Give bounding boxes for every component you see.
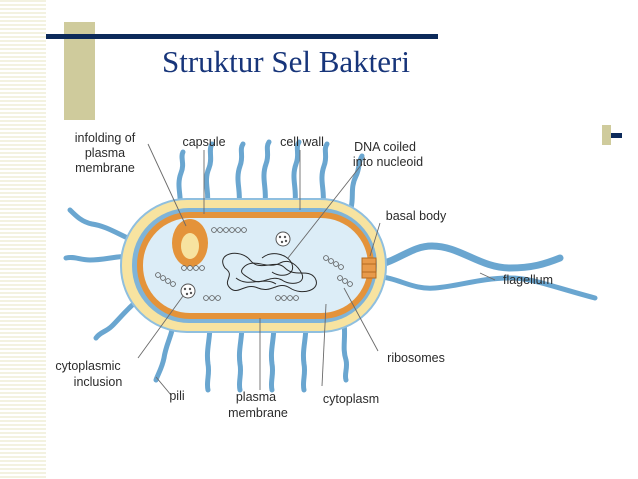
label-dna-2: into nucleoid bbox=[353, 155, 423, 169]
pilus bbox=[93, 297, 141, 341]
pilus bbox=[341, 320, 350, 383]
label-basal-body: basal body bbox=[386, 209, 447, 223]
pilus bbox=[319, 141, 330, 207]
label-infolding-3: membrane bbox=[75, 161, 135, 175]
pilus bbox=[348, 153, 365, 211]
leader-flagellum bbox=[479, 272, 496, 281]
leader-dna bbox=[287, 163, 363, 259]
leader-ribosomes bbox=[343, 287, 379, 352]
leader-inclusion bbox=[137, 295, 184, 359]
label-dna-1: DNA coiled bbox=[354, 140, 416, 154]
cytoplasmic-inclusions bbox=[180, 231, 291, 299]
leader-pili bbox=[155, 376, 172, 396]
label-cytoplasm: cytoplasm bbox=[323, 392, 379, 406]
leader-lines bbox=[137, 143, 496, 396]
flagellum bbox=[371, 242, 564, 272]
label-capsule: capsule bbox=[182, 135, 225, 149]
label-inclusion-2: inclusion bbox=[74, 375, 123, 389]
leader-basal-body bbox=[369, 222, 381, 257]
flagellum-lower bbox=[372, 273, 598, 301]
label-infolding-2: plasma bbox=[85, 146, 125, 160]
label-ribosomes: ribosomes bbox=[387, 351, 445, 365]
basal-body bbox=[361, 257, 377, 279]
pili bbox=[63, 139, 365, 393]
title-accent-bar bbox=[46, 34, 438, 39]
pilus bbox=[63, 253, 135, 263]
infolding bbox=[172, 219, 208, 267]
pilus bbox=[236, 322, 245, 393]
bacteria-diagram: infolding of plasma membrane capsule cel… bbox=[55, 131, 598, 420]
label-cell-wall: cell wall bbox=[280, 135, 324, 149]
pilus bbox=[268, 322, 277, 393]
label-pili: pili bbox=[169, 389, 184, 403]
leader-infolding bbox=[147, 143, 187, 227]
pilus bbox=[204, 141, 215, 209]
label-plasma-membrane-1: plasma bbox=[236, 390, 276, 404]
label-plasma-membrane-2: membrane bbox=[228, 406, 288, 420]
label-inclusion-1: cytoplasmic bbox=[55, 359, 120, 373]
label-infolding-1: infolding of bbox=[75, 131, 136, 145]
corner-decoration bbox=[602, 125, 622, 145]
leader-cytoplasm bbox=[321, 303, 327, 387]
pilus bbox=[235, 141, 246, 207]
pilus bbox=[300, 322, 309, 393]
pilus bbox=[291, 139, 302, 206]
left-stripe-decoration bbox=[0, 0, 46, 479]
slide-title: Struktur Sel Bakteri bbox=[162, 44, 410, 79]
pilus bbox=[261, 139, 272, 206]
pilus bbox=[67, 207, 135, 243]
pilus bbox=[204, 322, 213, 393]
label-flagellum: flagellum bbox=[503, 273, 553, 287]
pilus bbox=[153, 318, 177, 383]
ribosomes bbox=[155, 227, 353, 301]
nucleoid-dna bbox=[222, 252, 317, 293]
